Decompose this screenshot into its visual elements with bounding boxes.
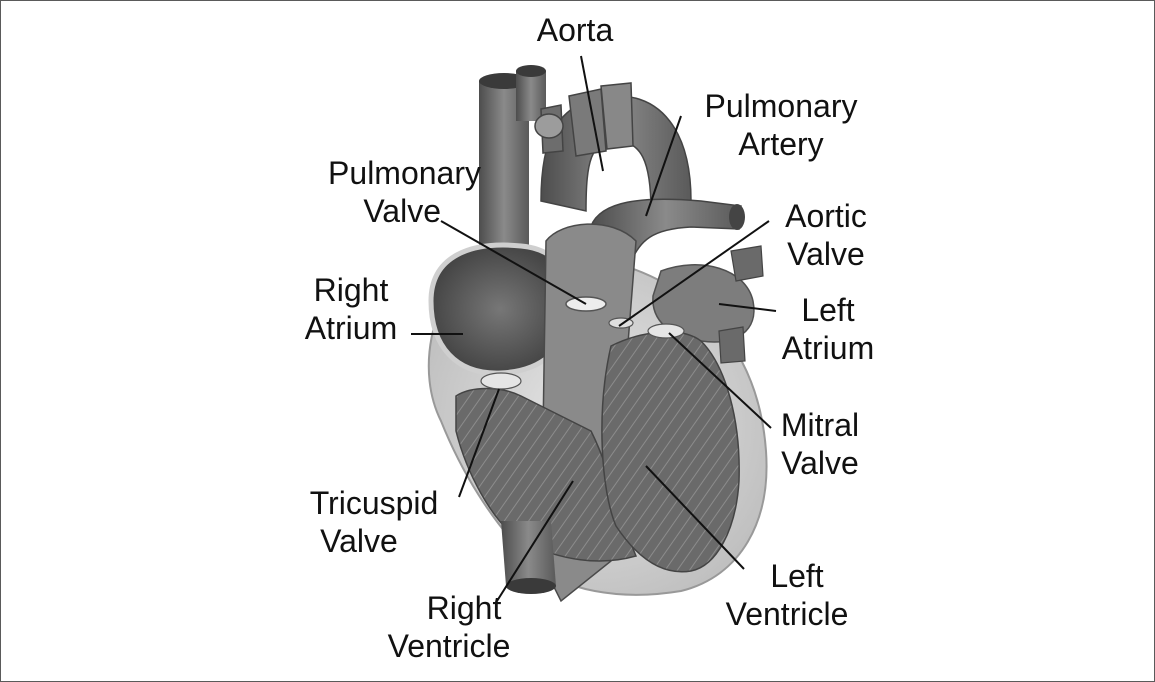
label-right-ventricle: Right Ventricle <box>369 589 529 665</box>
label-pulmonary-artery: Pulmonary Artery <box>681 87 881 163</box>
label-left-ventricle: Left Ventricle <box>707 557 867 633</box>
label-left-atrium: Left Atrium <box>773 291 883 367</box>
label-mitral-valve: Mitral Valve <box>765 406 875 482</box>
label-aortic-valve: Aortic Valve <box>771 197 881 273</box>
tricuspid-valve-shape <box>481 373 521 389</box>
mitral-valve-shape <box>648 324 684 338</box>
aortic-arch <box>535 83 691 211</box>
label-tricuspid-valve: Tricuspid Valve <box>289 484 459 560</box>
superior-vena-cava <box>479 65 546 251</box>
label-aorta: Aorta <box>523 11 627 49</box>
label-pulmonary-valve: Pulmonary Valve <box>281 154 481 230</box>
left-ventricle-chamber <box>602 332 739 572</box>
label-right-atrium: Right Atrium <box>291 271 411 347</box>
